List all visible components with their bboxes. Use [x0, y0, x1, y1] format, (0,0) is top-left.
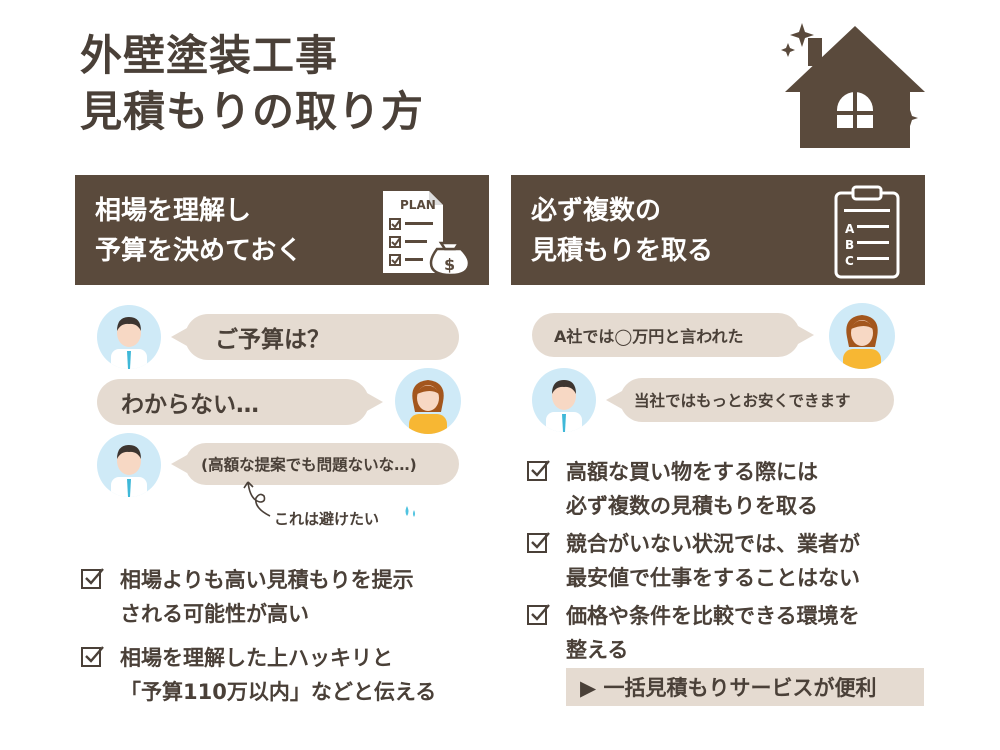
chat-bubble-cheaper: 当社ではもっとお安くできます [606, 378, 894, 422]
plan-budget-document-icon: PLAN $ [377, 187, 471, 277]
bubble1-text: ご予算は？ [215, 327, 330, 353]
left-check-1-line-2: される可能性が高い [120, 602, 309, 626]
right-check-3-line-2: 整える [566, 638, 629, 662]
woman-avatar-right [829, 303, 895, 369]
bulk-quote-service-note: ▶ 一括見積もりサービスが便利 [566, 668, 924, 706]
chat-bubble-other-quote: A社では◯万円と言われた [532, 313, 814, 357]
title-line-2: 見積もりの取り方 [80, 87, 425, 136]
woman-avatar [395, 368, 461, 434]
left-check-1-line-1: 相場よりも高い見積もりを提示 [120, 568, 414, 592]
left-panel-header: 相場を理解し 予算を決めておく PLAN $ [75, 175, 489, 285]
curly-arrow-icon [236, 478, 286, 524]
left-check-2-line-2: 「予算110万以内」などと伝える [120, 680, 437, 704]
bubble3-text: (高額な提案でも問題ないな…) [201, 456, 417, 474]
right-bubble1-text: A社では◯万円と言われた [554, 327, 744, 346]
right-check-list: 高額な買い物をする際には 必ず複数の見積もりを取る 競合がいない状況では、業者が… [526, 455, 860, 667]
page-title: 外壁塗装工事 見積もりの取り方 [80, 28, 424, 140]
right-check-3-line-1: 価格や条件を比較できる環境を [566, 604, 860, 628]
clip-c-label: C [845, 254, 854, 268]
man-avatar-right [532, 368, 596, 432]
right-header-line-2: 見積もりを取る [531, 236, 714, 266]
checkbox-icon [527, 604, 550, 625]
checkbox-icon [81, 646, 104, 667]
man-avatar-thinking [97, 433, 161, 497]
left-check-item-2: 相場を理解した上ハッキリと 「予算110万以内」などと伝える [80, 641, 436, 709]
left-header-line-2: 予算を決めておく [95, 236, 303, 266]
man-avatar [97, 305, 161, 369]
right-check-item-2: 競合がいない状況では、業者が 最安値で仕事をすることはない [526, 527, 860, 595]
clip-a-label: A [845, 222, 855, 236]
right-check-item-1: 高額な買い物をする際には 必ず複数の見積もりを取る [526, 455, 860, 523]
avoid-note: これは避けたい [274, 510, 380, 528]
sweat-drops-icon [400, 504, 420, 524]
right-header-line-1: 必ず複数の [531, 196, 662, 226]
right-bubble2-text: 当社ではもっとお安くできます [634, 392, 851, 410]
plan-label: PLAN [400, 198, 436, 212]
clip-b-label: B [845, 238, 854, 252]
chat-bubble-budget-question: ご予算は？ [171, 314, 459, 360]
right-check-2-line-1: 競合がいない状況では、業者が [566, 532, 860, 556]
right-check-2-line-2: 最安値で仕事をすることはない [566, 566, 860, 590]
checkbox-icon [527, 460, 550, 481]
chat-bubble-dont-know: わからない… [97, 379, 383, 425]
right-panel-header: 必ず複数の 見積もりを取る A B C [511, 175, 925, 285]
left-check-list: 相場よりも高い見積もりを提示 される可能性が高い 相場を理解した上ハッキリと 「… [80, 563, 436, 709]
left-header-text: 相場を理解し 予算を決めておく [95, 191, 302, 271]
left-check-2-line-1: 相場を理解した上ハッキリと [120, 646, 393, 670]
house-with-sparkles-icon [780, 18, 930, 153]
left-header-line-1: 相場を理解し [95, 196, 252, 226]
left-check-item-1: 相場よりも高い見積もりを提示 される可能性が高い [80, 563, 436, 631]
clipboard-abc-icon: A B C [833, 185, 901, 279]
right-check-1-line-1: 高額な買い物をする際には [566, 460, 818, 484]
bubble2-text: わからない… [121, 392, 259, 418]
chat-bubble-thought: (高額な提案でも問題ないな…) [171, 443, 459, 485]
checkbox-icon [527, 532, 550, 553]
checkbox-icon [81, 568, 104, 589]
title-line-1: 外壁塗装工事 [80, 31, 339, 80]
right-header-text: 必ず複数の 見積もりを取る [531, 191, 713, 271]
right-check-1-line-2: 必ず複数の見積もりを取る [566, 494, 818, 518]
right-check-item-3: 価格や条件を比較できる環境を 整える [526, 599, 860, 667]
svg-text:$: $ [444, 255, 455, 274]
